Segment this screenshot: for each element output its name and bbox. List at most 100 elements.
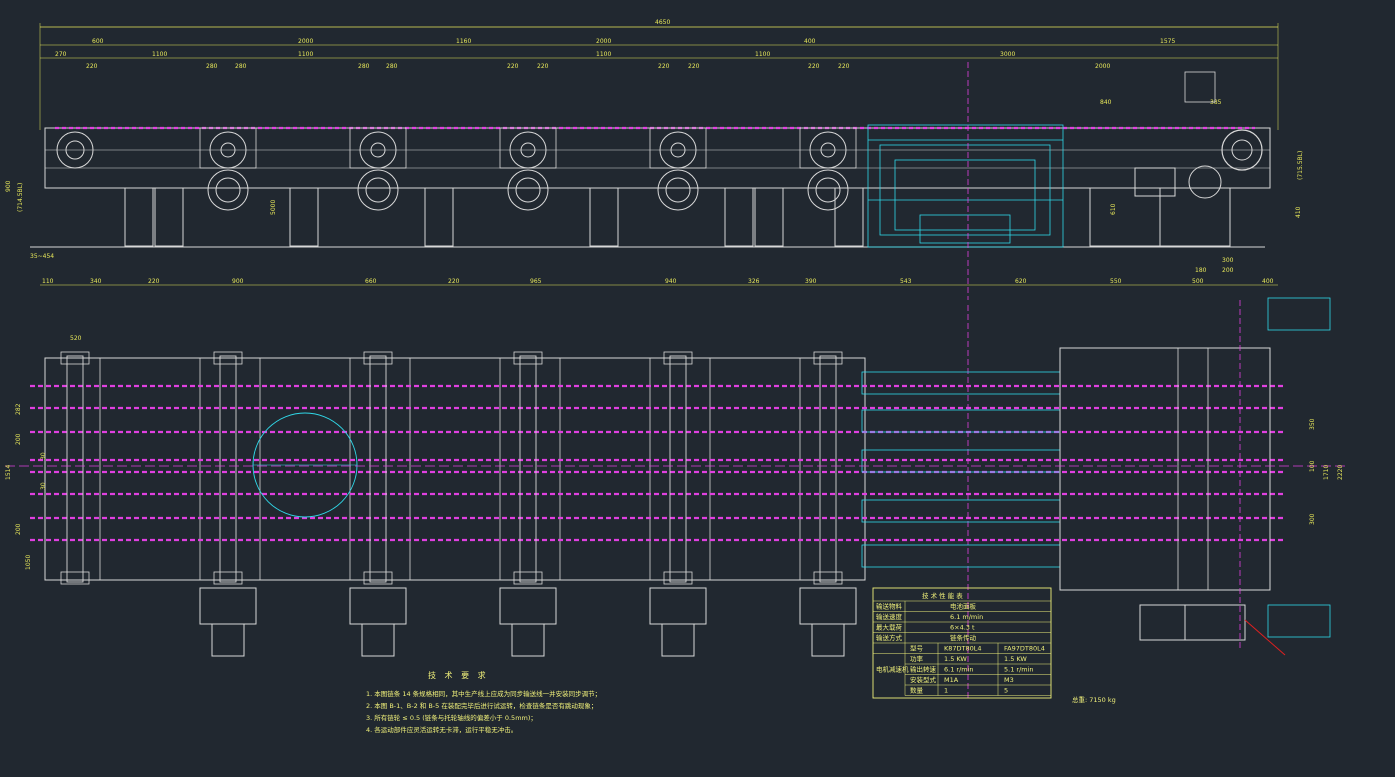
pitch-5a: 220 <box>658 63 670 70</box>
bdim-13: 550 <box>1110 278 1122 285</box>
dim-right-b: 385 <box>1210 99 1222 106</box>
bdim-small-3: 200 <box>1222 267 1234 274</box>
dim-mid-7: 2000 <box>1095 63 1110 70</box>
motor-cell: 6.1 r/min <box>944 666 974 674</box>
drive-housing <box>649 127 707 169</box>
dim-left-bl: (714.5BL) <box>17 183 24 212</box>
gearbox-inner <box>365 177 391 203</box>
spec-value: 6.1 m/min <box>950 613 983 621</box>
spec-label: 输送物料 <box>876 602 903 611</box>
bdim-5: 660 <box>365 278 377 285</box>
dim-upper-3: 1160 <box>456 38 471 45</box>
plan-dim-left-4: 30 <box>40 452 47 460</box>
pitch-4b: 220 <box>537 63 549 70</box>
bdim-8: 940 <box>665 278 677 285</box>
shaft <box>819 355 837 583</box>
dim-right-bl: (715.5BL) <box>1297 151 1304 180</box>
drive-housing <box>199 127 257 169</box>
bdim-14: 500 <box>1192 278 1204 285</box>
shaft <box>369 355 387 583</box>
drive-housing <box>799 127 857 169</box>
transfer-roller <box>861 371 1061 395</box>
plan-dim-left-3: 200 <box>15 433 22 445</box>
bdim-3: 220 <box>148 278 160 285</box>
spec-value: 链条传动 <box>950 633 977 642</box>
dim-mid-2: 1100 <box>152 51 167 58</box>
plan-dim-right-1: 350 <box>1309 418 1316 430</box>
motor-cell: 安装型式 <box>910 675 937 684</box>
tech-note-2: 2. 本图 B-1、B-2 和 B-5 在装配完毕后进行试运转，检查链条是否有跳… <box>366 701 597 710</box>
bdim-9: 326 <box>748 278 760 285</box>
bdim-2: 340 <box>90 278 102 285</box>
motor-cell: M1A <box>944 676 959 684</box>
drive-hub <box>370 142 386 158</box>
spec-value: 6×4.3 t <box>950 624 975 632</box>
bottom-dimension-row: 110 340 220 900 660 220 965 940 326 390 … <box>30 253 1278 286</box>
tech-note-3: 3. 所有链轮 ≤ 0.5 (链条与托轮轴线的偏差小于 0.5mm)； <box>366 713 537 722</box>
gearbox-circle <box>657 169 699 211</box>
elevation-view: 4650 600 2000 1160 2000 400 1575 270 110… <box>5 19 1304 700</box>
tech-note-4: 4. 各运动部件应灵活运转无卡滞，运行平稳无冲击。 <box>366 725 517 734</box>
dim-mid-4: 1100 <box>596 51 611 58</box>
dim-center-5000: 5000 <box>270 200 277 215</box>
bearing-top <box>213 351 243 365</box>
motor-cell: 输出转速 <box>910 665 937 674</box>
drive-hub <box>670 142 686 158</box>
pitch-3a: 280 <box>358 63 370 70</box>
bearing-top <box>513 351 543 365</box>
tech-notes-title: 技 术 要 求 <box>428 670 489 680</box>
shaft <box>66 355 84 583</box>
motor-gearbox <box>499 587 557 625</box>
shaft <box>519 355 537 583</box>
dim-overall: 4650 <box>655 19 670 26</box>
motor-cell: 1.5 KW <box>944 655 967 663</box>
plan-dim-right-2: 100 <box>1309 460 1316 472</box>
motor-cell: 1.5 KW <box>1004 655 1027 663</box>
bdim-1: 110 <box>42 278 54 285</box>
spec-label: 输送速度 <box>876 612 903 621</box>
spec-table-title: 技 术 性 能 表 <box>922 591 963 600</box>
motor-header-cell: FA97DT80L4 <box>1004 645 1045 653</box>
dim-mid-5: 1100 <box>755 51 770 58</box>
drive-housing <box>499 127 557 169</box>
pitch-1a: 220 <box>86 63 98 70</box>
gearbox-circle <box>807 169 849 211</box>
dim-right-610: 610 <box>1110 203 1117 215</box>
motor-cell: M3 <box>1004 676 1014 684</box>
motor-body <box>811 623 845 657</box>
gearbox-inner <box>815 177 841 203</box>
bdim-11: 543 <box>900 278 912 285</box>
gearbox-circle <box>207 169 249 211</box>
gearbox-circle <box>507 169 549 211</box>
motor-header-cell: 型号 <box>910 644 924 653</box>
shaft <box>219 355 237 583</box>
bdim-6: 220 <box>448 278 460 285</box>
pitch-4a: 220 <box>507 63 519 70</box>
transfer-roller <box>861 409 1061 433</box>
dim-right-410: 410 <box>1295 206 1302 218</box>
plan-dim-left-7: 1050 <box>25 555 32 570</box>
motor-cell: 数量 <box>910 686 924 695</box>
drive-hub <box>520 142 536 158</box>
motor-cell: 电机减速机 <box>876 665 909 674</box>
spec-value: 电池面板 <box>950 602 977 611</box>
bdim-10: 390 <box>805 278 817 285</box>
bearing-bottom <box>60 571 90 585</box>
motor-gearbox <box>199 587 257 625</box>
bearing-top <box>363 351 393 365</box>
motor-gearbox <box>349 587 407 625</box>
dim-upper-6: 1575 <box>1160 38 1175 45</box>
dim-upper-2: 2000 <box>298 38 313 45</box>
dim-mid-1: 270 <box>55 51 67 58</box>
drive-housing <box>349 127 407 169</box>
dim-right-a: 840 <box>1100 99 1112 106</box>
bdim-4: 900 <box>232 278 244 285</box>
bearing-bottom <box>213 571 243 585</box>
bearing-top <box>663 351 693 365</box>
motor-gearbox <box>799 587 857 625</box>
motor-body <box>211 623 245 657</box>
